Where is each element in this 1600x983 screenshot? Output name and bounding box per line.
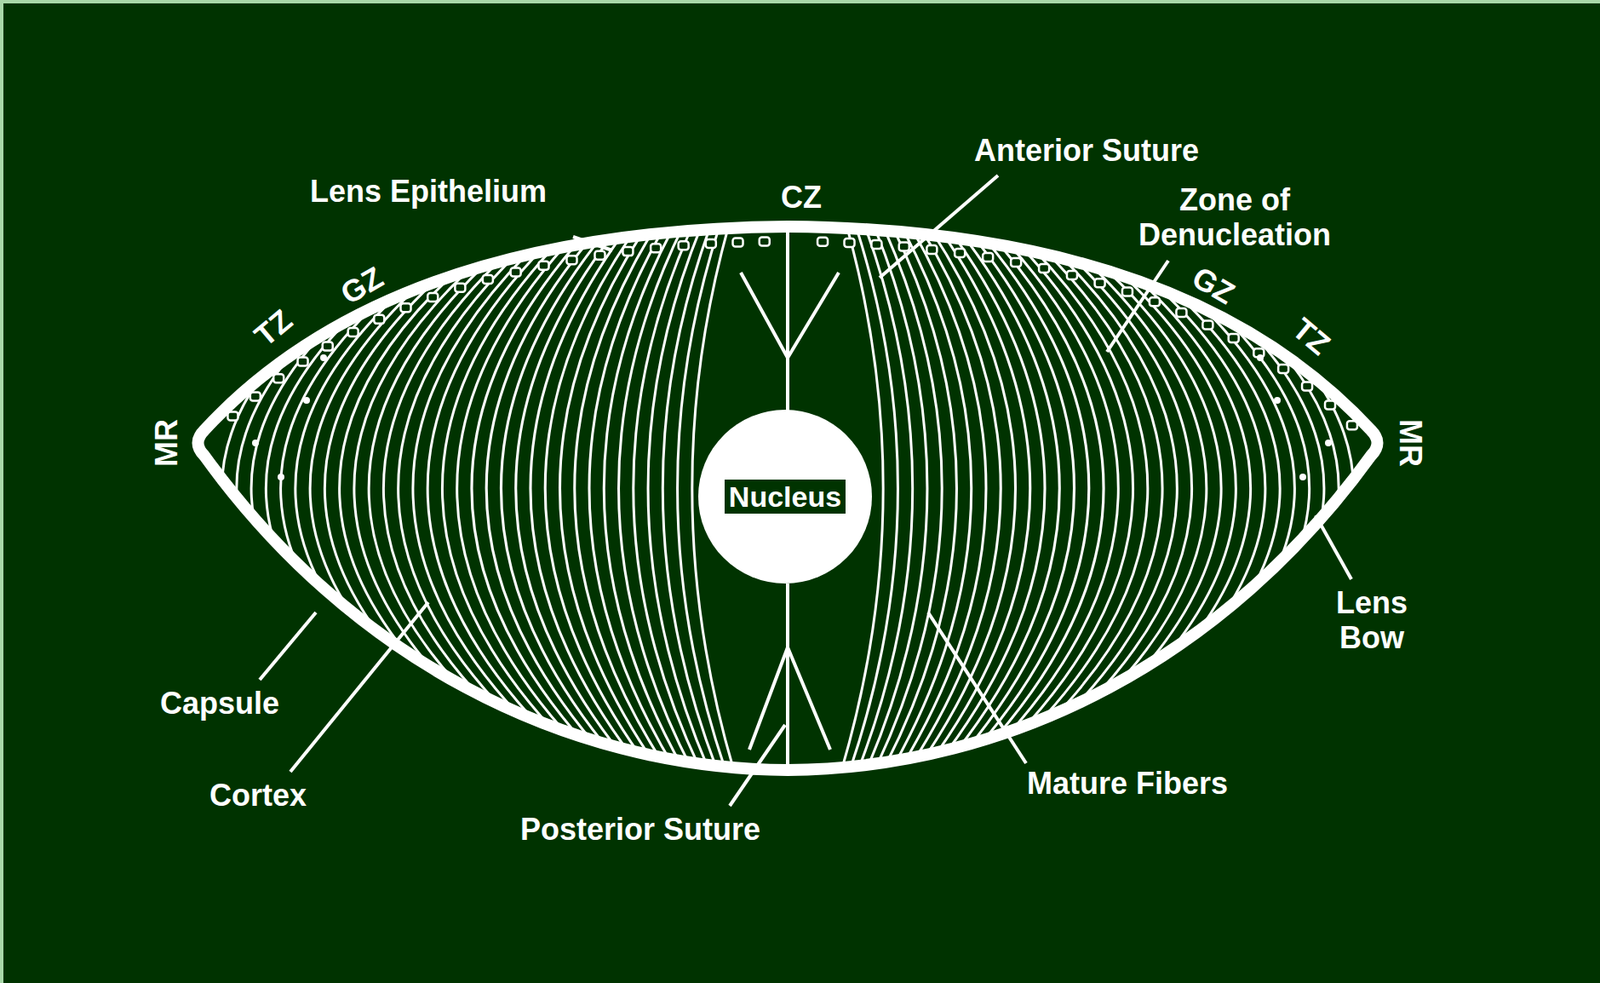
cell-nucleus-dot xyxy=(1299,473,1307,481)
epithelial-cell xyxy=(322,341,333,350)
epithelial-cell xyxy=(1010,258,1021,267)
fiber-line xyxy=(619,212,700,784)
epithelial-cell xyxy=(817,237,828,247)
epithelial-cell xyxy=(539,261,550,270)
epithelial-cell xyxy=(348,327,359,337)
part-label: MR xyxy=(149,418,184,467)
leader-line xyxy=(573,236,613,251)
node-label: Nucleus xyxy=(724,479,846,515)
epithelial-cell xyxy=(510,267,522,276)
fiber-line xyxy=(876,212,958,784)
epithelial-cell xyxy=(373,315,385,324)
fiber-line xyxy=(441,212,608,784)
epithelial-cell xyxy=(844,238,855,247)
part-label: CZ xyxy=(780,179,822,215)
fiber-line xyxy=(574,212,677,784)
fiber-line xyxy=(1037,212,1266,784)
cell-nucleus-dot xyxy=(1324,439,1332,447)
epithelial-cell xyxy=(1095,278,1106,287)
fiber-line xyxy=(968,212,1134,784)
part-label: Anterior Suture xyxy=(974,132,1199,168)
fiber-line xyxy=(914,212,1031,784)
epithelial-cell xyxy=(650,243,661,253)
part-label: Capsule xyxy=(160,685,280,721)
epithelial-cell xyxy=(1202,320,1213,329)
fiber-line xyxy=(309,212,539,784)
epithelial-cell xyxy=(401,303,412,312)
epithelial-cell xyxy=(1038,263,1050,273)
epithelial-cell xyxy=(759,236,770,246)
cell-nucleus-dot xyxy=(277,473,285,481)
leader-line xyxy=(259,612,316,680)
leader-lines xyxy=(259,175,1352,806)
part-label: Lens Epithelium xyxy=(309,173,547,209)
epithelial-cell xyxy=(567,255,578,264)
cell-nucleus-dot xyxy=(303,396,310,404)
epithelial-cell xyxy=(871,240,882,249)
leader-line xyxy=(729,724,786,806)
epithelial-cell xyxy=(273,373,284,383)
epithelial-cell xyxy=(454,283,465,293)
cell-nucleus-dot xyxy=(320,354,327,362)
fiber-line xyxy=(868,212,943,784)
leader-line xyxy=(879,175,998,278)
epithelial-cell xyxy=(705,239,717,248)
epithelial-cell xyxy=(1175,308,1187,317)
epithelial-cell xyxy=(1278,364,1289,373)
epithelial-cell xyxy=(1324,401,1336,410)
part-label: Lens Bow xyxy=(1312,584,1432,656)
leader-line xyxy=(1106,260,1169,352)
posterior-suture-line xyxy=(749,583,831,767)
leader-line xyxy=(1315,515,1352,580)
fiber-line xyxy=(945,212,1090,784)
epithelial-cell xyxy=(1122,287,1133,297)
epithelial-cell xyxy=(595,251,606,260)
fiber-line xyxy=(906,212,1016,784)
epithelial-cell xyxy=(926,245,937,254)
part-label: Zone of Denucleation xyxy=(1106,182,1363,253)
fiber-line xyxy=(544,212,661,784)
cell-nucleus-dot xyxy=(1256,354,1264,362)
part-label: TZ xyxy=(247,302,299,354)
epithelial-cell xyxy=(482,275,494,284)
fiber-line xyxy=(324,212,546,784)
leader-line xyxy=(290,602,429,772)
fiber-line xyxy=(1083,212,1354,784)
part-label: MR xyxy=(1392,418,1428,467)
fiber-line xyxy=(560,212,670,784)
part-label: Mature Fibers xyxy=(1026,765,1228,801)
epithelial-cell xyxy=(622,246,633,256)
part-label: Cortex xyxy=(209,777,307,813)
fiber-line xyxy=(486,212,631,784)
fiber-line xyxy=(1075,212,1340,784)
epithelial-cell xyxy=(899,242,910,252)
epithelial-cell xyxy=(733,237,744,247)
leader-line xyxy=(928,612,1027,763)
cell-nucleus-dot xyxy=(252,439,259,447)
fiber-line xyxy=(1029,212,1251,784)
epithelial-cell xyxy=(1301,381,1313,390)
lens-capsule xyxy=(198,226,1378,770)
epithelial-cell xyxy=(954,248,965,258)
epithelial-cell xyxy=(1228,333,1239,343)
nucleus-circle: Nucleus xyxy=(698,409,872,584)
epithelial-cell xyxy=(1149,297,1160,306)
part-label: Posterior Suture xyxy=(520,811,761,847)
epithelial-cell xyxy=(982,252,993,262)
epithelial-cell xyxy=(427,292,438,302)
epithelial-cell xyxy=(1066,270,1078,280)
epithelial-cell xyxy=(678,240,689,250)
anterior-suture-line xyxy=(740,231,839,413)
fiber-line xyxy=(633,212,708,784)
epithelial-cell xyxy=(250,392,261,402)
cell-nucleus-dot xyxy=(1273,396,1281,404)
epithelial-cell xyxy=(298,357,309,367)
